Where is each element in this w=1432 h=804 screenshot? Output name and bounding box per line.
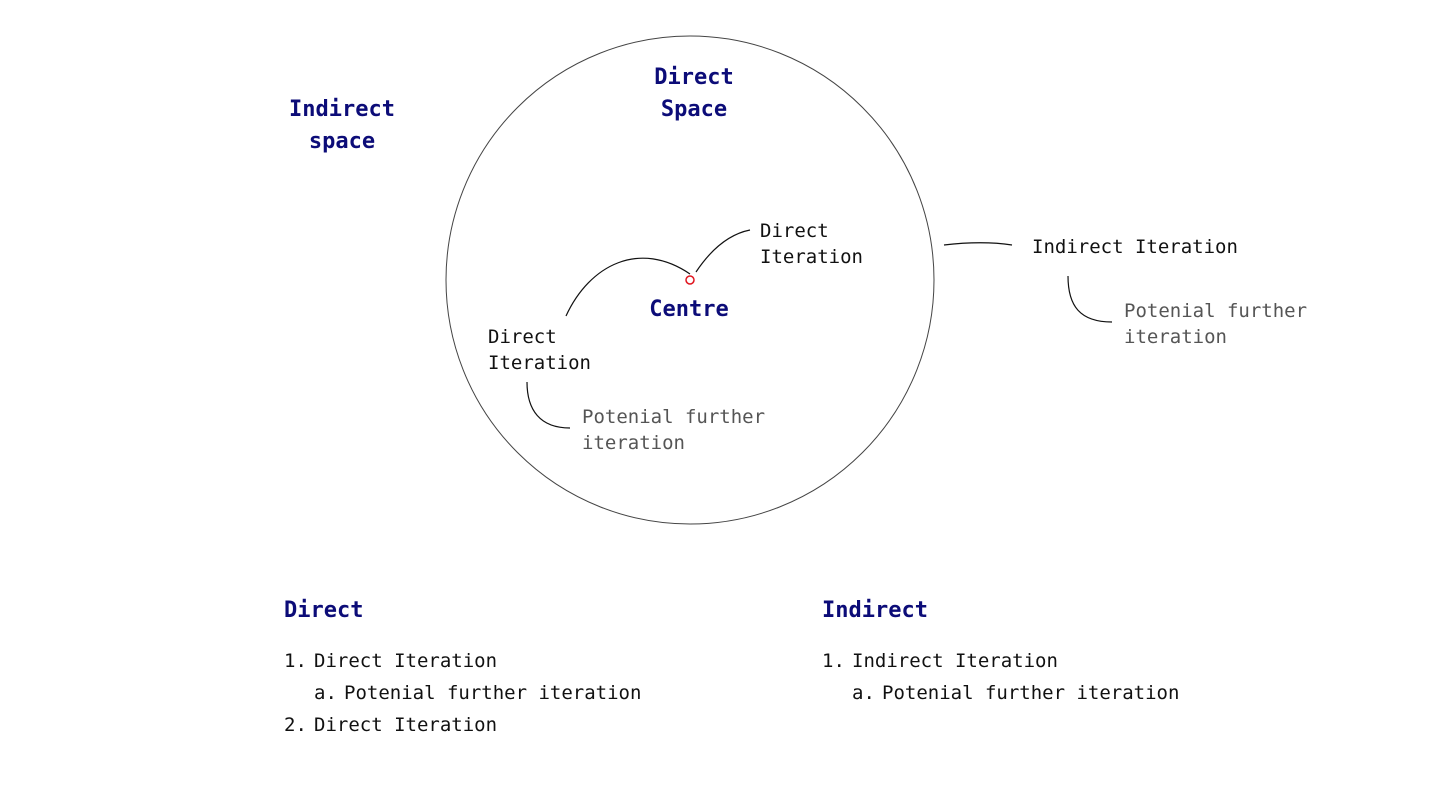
indirect-legend-item-1: 1. Indirect Iteration [822, 648, 1058, 674]
further-iteration-outside-line-2: iteration [1124, 326, 1227, 348]
direct-iteration-upper-line-1: Direct [760, 220, 829, 242]
direct-space-line-2: Space [660, 97, 728, 122]
direct-space-circle [445, 35, 935, 525]
direct-iteration-upper-line-2: Iteration [760, 246, 863, 268]
list-marker: a. [314, 682, 337, 704]
direct-legend-title: Direct [284, 598, 364, 623]
connector-centre-to-lower-iteration [565, 257, 691, 317]
centre-label: Centre [649, 297, 729, 322]
direct-iteration-lower-line-1: Direct [488, 326, 557, 348]
direct-legend-item-2: 2. Direct Iteration [284, 712, 497, 738]
indirect-legend-item-1a: a. Potenial further iteration [852, 680, 1179, 706]
indirect-space-line-2: space [308, 129, 376, 154]
list-item-text: Direct Iteration [314, 650, 498, 672]
list-marker: a. [852, 682, 875, 704]
further-iteration-inside-label: Potenial further iteration [582, 404, 765, 456]
indirect-iteration-label: Indirect Iteration [1032, 236, 1238, 258]
list-item-text: Potenial further iteration [882, 682, 1180, 704]
direct-space-line-1: Direct [654, 65, 734, 90]
further-iteration-inside-line-2: iteration [582, 432, 685, 454]
further-iteration-outside-line-1: Potenial further [1124, 300, 1308, 322]
further-iteration-inside-line-1: Potenial further [582, 406, 766, 428]
direct-legend-item-1: 1. Direct Iteration [284, 648, 497, 674]
indirect-legend-title: Indirect [822, 598, 928, 623]
direct-iteration-lower-line-2: Iteration [488, 352, 591, 374]
list-item-text: Direct Iteration [314, 714, 498, 736]
connector-lower-iteration-to-further [526, 381, 571, 429]
connector-centre-to-upper-iteration [695, 229, 751, 273]
list-marker: 1. [284, 650, 307, 672]
connector-indirect-to-further [1067, 275, 1113, 323]
connector-circle-to-indirect-iteration [943, 242, 1013, 246]
direct-iteration-upper-label: Direct Iteration [760, 218, 863, 270]
centre-marker [685, 275, 695, 285]
list-marker: 1. [822, 650, 845, 672]
list-item-text: Indirect Iteration [852, 650, 1058, 672]
direct-legend-item-1a: a. Potenial further iteration [314, 680, 641, 706]
list-item-text: Potenial further iteration [344, 682, 642, 704]
direct-space-heading: Direct Space [624, 62, 764, 126]
indirect-space-heading: Indirect space [272, 94, 412, 158]
further-iteration-outside-label: Potenial further iteration [1124, 298, 1307, 350]
list-marker: 2. [284, 714, 307, 736]
indirect-space-line-1: Indirect [289, 97, 395, 122]
direct-iteration-lower-label: Direct Iteration [488, 324, 591, 376]
